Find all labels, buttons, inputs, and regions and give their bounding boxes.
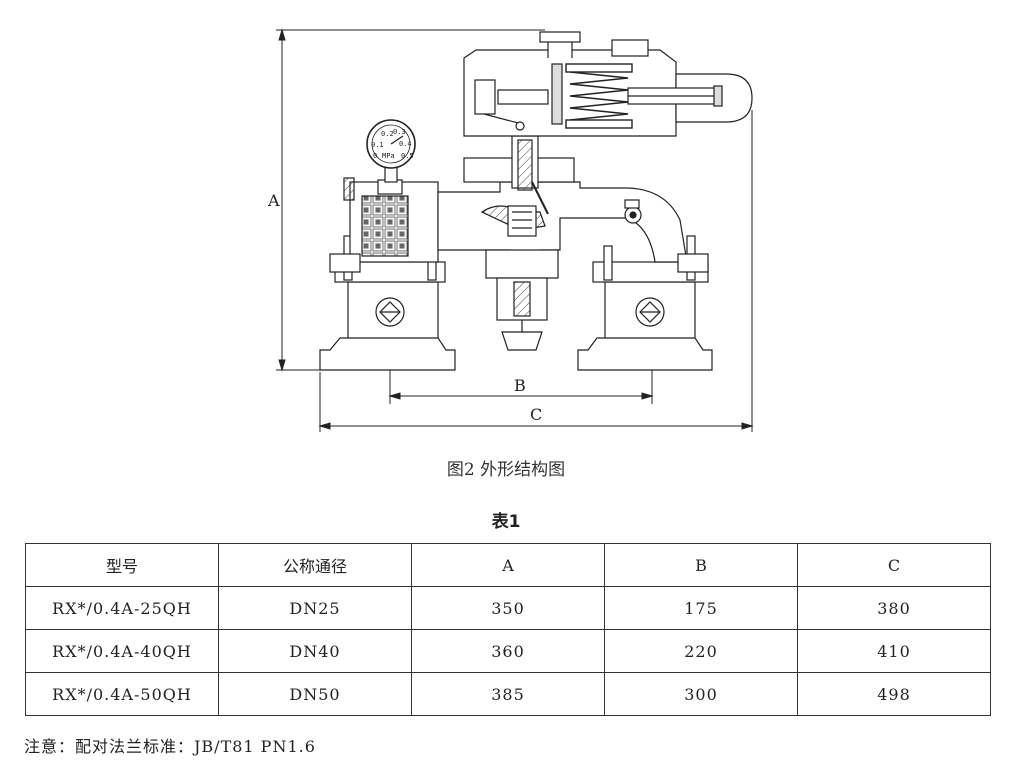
cell-b: 220: [604, 629, 798, 673]
left-flange: [319, 235, 456, 371]
pressure-gauge: [366, 119, 416, 183]
gauge-tick-0.1: 0.1: [371, 141, 384, 149]
mounting-bracket-left: [329, 253, 361, 273]
cell-dn: DN25: [218, 586, 412, 630]
gauge-tick-0: 0: [373, 152, 377, 160]
spec-table: 型号 公称通径 A B C RX*/0.4A-25QH DN25 350 175…: [25, 543, 991, 716]
cell-model: RX*/0.4A-25QH: [25, 586, 219, 630]
cell-dn: DN40: [218, 629, 412, 673]
header-nominal-diameter: 公称通径: [218, 543, 412, 587]
dimension-label-c: C: [530, 405, 542, 424]
valve-neck: [463, 135, 575, 215]
table-title: 表1: [491, 512, 521, 532]
cell-b: 300: [604, 672, 798, 716]
regulator-spring: [565, 63, 633, 129]
flange-standard-note: 注意：配对法兰标准：JB/T81 PN1.6: [24, 737, 316, 756]
cell-dn: DN50: [218, 672, 412, 716]
side-cylinder: [627, 73, 753, 123]
dimension-b: [388, 340, 654, 404]
gauge-tick-0.4: 0.4: [399, 140, 412, 148]
cell-c: 410: [797, 629, 991, 673]
header-a: A: [411, 543, 605, 587]
cell-a: 360: [411, 629, 605, 673]
cell-c: 380: [797, 586, 991, 630]
mounting-bracket-right: [677, 253, 709, 273]
cell-a: 350: [411, 586, 605, 630]
cell-model: RX*/0.4A-50QH: [25, 672, 219, 716]
gauge-tick-0.3: 0.3: [393, 128, 406, 136]
figure-caption: 图2 外形结构图: [446, 460, 566, 480]
table-row: RX*/0.4A-40QH DN40 360 220 410: [25, 629, 991, 673]
gauge-tick-0.2: 0.2: [381, 130, 394, 138]
dimension-label-b: B: [514, 376, 526, 395]
table-row: RX*/0.4A-25QH DN25 350 175 380: [25, 586, 991, 630]
dimension-label-a: A: [267, 191, 280, 210]
gauge-scale: 0.2 0.3 0.1 0.4 MPa 0 0.5: [371, 128, 414, 160]
cell-model: RX*/0.4A-40QH: [25, 629, 219, 673]
gauge-tick-0.5: 0.5: [401, 152, 414, 160]
gauge-unit: MPa: [382, 152, 395, 160]
header-model: 型号: [25, 543, 219, 587]
cell-a: 385: [411, 672, 605, 716]
dimension-a: [276, 28, 545, 372]
table-row: RX*/0.4A-50QH DN50 385 300 498: [25, 672, 991, 716]
header-b: B: [604, 543, 798, 587]
lower-stem: [485, 205, 559, 351]
table-header-row: 型号 公称通径 A B C: [25, 543, 991, 587]
filter-housing: [343, 177, 439, 263]
dimension-c: [318, 110, 754, 432]
header-c: C: [797, 543, 991, 587]
cell-b: 175: [604, 586, 798, 630]
cell-c: 498: [797, 672, 991, 716]
valve-body: [437, 181, 688, 263]
valve-outline-drawing: 0.2 0.3 0.1 0.4 MPa 0 0.5: [267, 28, 754, 432]
